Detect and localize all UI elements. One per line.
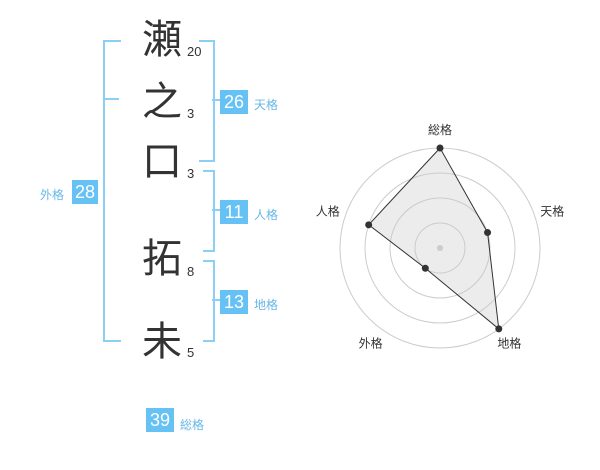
name-char-2: 之 (142, 79, 182, 125)
radar-point-4 (421, 264, 429, 272)
radar-point-2 (484, 229, 492, 237)
radar-axis-label-3: 地格 (497, 335, 521, 350)
radar-axis-label-1: 総格 (428, 122, 452, 137)
stroke-count-4: 8 (187, 264, 195, 279)
tenkaku-bracket (199, 40, 215, 162)
stroke-count-1: 20 (187, 44, 202, 59)
chikaku-value: 13 (220, 290, 248, 314)
radar-point-3 (495, 325, 503, 333)
gaikaku-label: 外格 (40, 188, 65, 202)
bracket-tick (212, 99, 220, 101)
stroke-count-3: 3 (187, 166, 195, 181)
soukaku-label: 総格 (180, 418, 205, 432)
name-char-5: 未 (142, 319, 182, 365)
tenkaku-label: 天格 (254, 98, 279, 112)
chikaku-bracket (203, 260, 215, 342)
jinkaku-label: 人格 (254, 208, 279, 222)
radar-axis-label-2: 天格 (540, 204, 564, 219)
radar-ring (414, 222, 466, 274)
bracket-tick (212, 209, 220, 211)
name-char-1: 瀬 (142, 17, 182, 63)
radar-axis-label-5: 人格 (316, 204, 340, 219)
bracket-tick (105, 98, 119, 100)
radar-ring (389, 197, 491, 299)
radar-point-1 (436, 144, 444, 152)
bracket-tick (212, 299, 220, 301)
radar-point-5 (365, 221, 373, 229)
stroke-count-5: 5 (187, 345, 195, 360)
name-char-4: 拓 (142, 236, 182, 282)
radar-center (437, 245, 443, 251)
name-char-3: 口 (142, 139, 182, 185)
chikaku-label: 地格 (254, 298, 279, 312)
radar-ring (364, 172, 516, 324)
jinkaku-value: 11 (220, 200, 248, 224)
gaikaku-bracket (103, 40, 121, 342)
radar-axis-label-4: 外格 (359, 335, 383, 350)
gaikaku-value: 28 (72, 180, 98, 204)
stroke-count-2: 3 (187, 106, 195, 121)
radar-polygon (367, 147, 500, 331)
soukaku-value: 39 (146, 408, 174, 432)
jinkaku-bracket (203, 170, 215, 252)
tenkaku-value: 26 (220, 90, 248, 114)
